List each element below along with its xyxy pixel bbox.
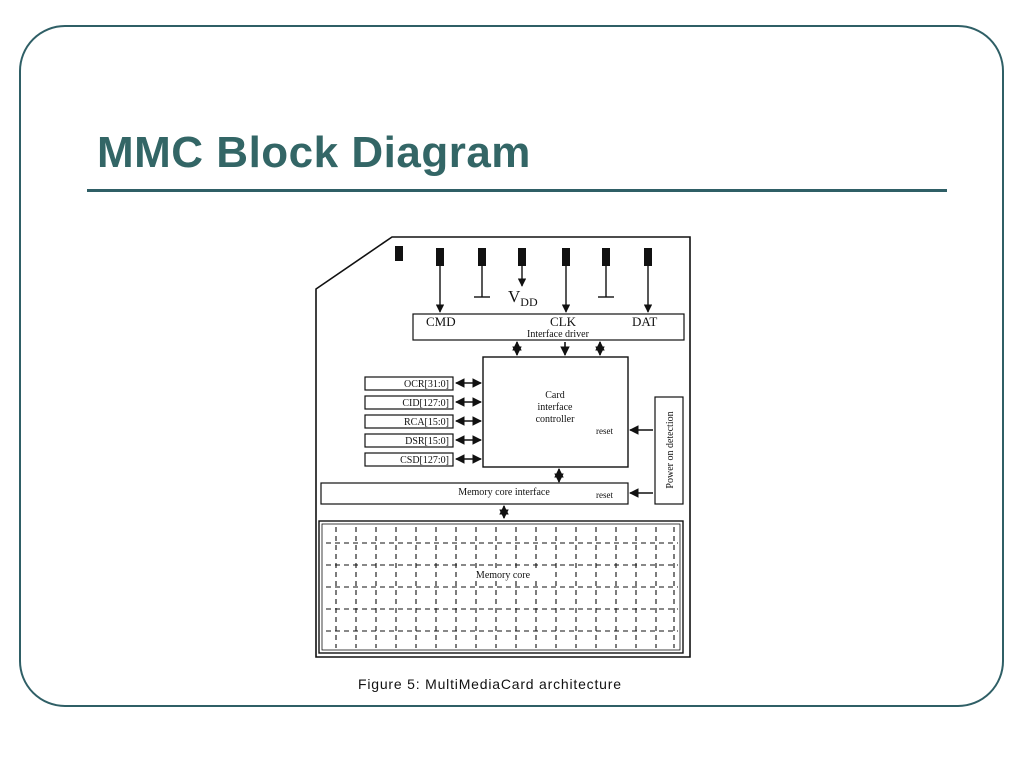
register-box: [364, 395, 454, 410]
register-box: [364, 376, 454, 391]
memory-core-grid: [326, 527, 678, 648]
register-label: CSD[127:0]: [400, 455, 449, 466]
power-detection-label: Power on detection: [665, 411, 676, 488]
pin-5: [562, 248, 570, 266]
register-label: RCA[15:0]: [404, 417, 449, 428]
register-label: OCR[31:0]: [404, 379, 449, 390]
driver-controller-links: [512, 341, 605, 356]
figure-caption: Figure 5: MultiMediaCard architecture: [358, 676, 622, 692]
memory-core-label: Memory core: [476, 570, 531, 581]
register-links: [455, 378, 482, 464]
reset-links: [629, 425, 653, 498]
memory-interface-reset-label: reset: [596, 490, 613, 500]
title-divider: [87, 189, 947, 192]
register-box: [364, 414, 454, 429]
card-outline: [315, 236, 691, 658]
pin-2: [436, 248, 444, 266]
vdd-label: VDD: [508, 287, 538, 309]
pin-wiring: [435, 266, 653, 313]
slide-title: MMC Block Diagram: [97, 128, 531, 177]
register-box: [364, 433, 454, 448]
clk-pin-label: CLK: [550, 314, 577, 329]
controller-line-2: interface: [538, 402, 574, 413]
pin-6: [602, 248, 610, 266]
pin-7: [644, 248, 652, 266]
memory-interface-label: Memory core interface: [458, 487, 550, 498]
dat-pin-label: DAT: [632, 314, 657, 329]
controller-line-1: Card: [545, 390, 564, 401]
slide-frame: [19, 25, 1004, 707]
card-interface-controller: [482, 356, 629, 468]
interface-driver-label: Interface driver: [527, 329, 590, 340]
pin-4: [518, 248, 526, 266]
memory-core-interface: [320, 482, 629, 505]
controller-line-3: controller: [536, 414, 576, 425]
controller-reset-label: reset: [596, 426, 613, 436]
register-list: OCR[31:0] CID[127:0] RCA[15:0] DSR[15:0]…: [364, 376, 454, 467]
power-detection-block: [654, 396, 684, 505]
pin-3: [478, 248, 486, 266]
contact-pins: [395, 246, 652, 266]
cmd-pin-label: CMD: [426, 314, 456, 329]
interface-driver-block: [412, 313, 685, 341]
register-box: [364, 452, 454, 467]
register-label: CID[127:0]: [402, 398, 449, 409]
register-label: DSR[15:0]: [405, 436, 449, 447]
pin-1: [395, 246, 403, 261]
